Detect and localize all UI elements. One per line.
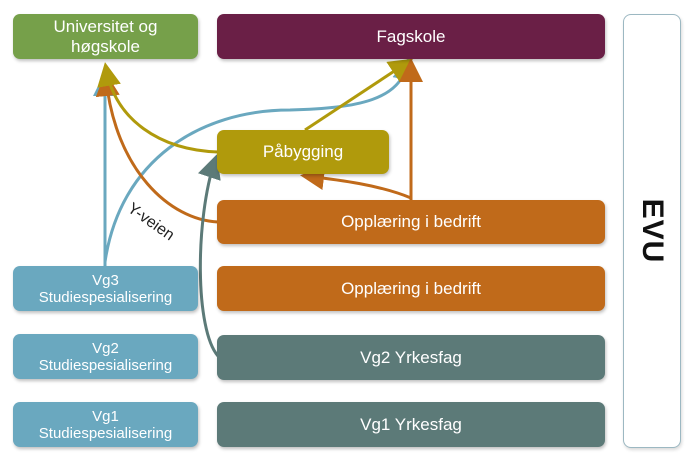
opplaering-upper-label: Opplæring i bedrift — [341, 212, 481, 231]
university-label-line1: Universitet og — [53, 16, 158, 36]
vg1-st-line2: Studiespesialisering — [38, 424, 173, 442]
evu-label: EVU — [636, 198, 669, 264]
arrow-yveien — [95, 72, 219, 224]
vg2-yrkesfag-label: Vg2 Yrkesfag — [360, 347, 462, 367]
vg1-yrkesfag-label: Vg1 Yrkesfag — [360, 414, 462, 434]
arrow-pabygging-to-university — [97, 62, 219, 154]
box-opplaering-lower: Opplæring i bedrift — [217, 266, 605, 311]
box-fagskole: Fagskole — [217, 14, 605, 59]
vg1-st-line1: Vg1 — [92, 407, 119, 425]
box-vg1-yrkesfag: Vg1 Yrkesfag — [217, 402, 605, 447]
box-university: Universitet og høgskole — [13, 14, 198, 59]
box-pabygging: Påbygging — [217, 130, 389, 174]
vg3-st-line1: Vg3 — [92, 271, 119, 289]
pabygging-label: Påbygging — [262, 142, 344, 161]
arrow-vg2yf-to-pabygging — [197, 154, 221, 357]
arrow-pabygging-to-fagskole — [304, 58, 414, 132]
box-vg2-yrkesfag: Vg2 Yrkesfag — [217, 335, 605, 380]
fagskole-label: Fagskole — [376, 26, 446, 46]
box-opplaering-upper: Opplæring i bedrift — [217, 200, 605, 244]
box-vg3-studiespesialisering: Vg3 Studiespesialisering — [13, 266, 198, 311]
box-vg2-studiespesialisering: Vg2 Studiespesialisering — [13, 334, 198, 379]
box-vg1-studiespesialisering: Vg1 Studiespesialisering — [13, 402, 198, 447]
university-label-line2: høgskole — [71, 36, 140, 56]
vg2-st-line2: Studiespesialisering — [38, 356, 173, 374]
vg2-st-line1: Vg2 — [92, 339, 119, 357]
arrow-vg3-to-fagskole — [103, 56, 417, 263]
evu-box: EVU — [623, 14, 681, 448]
opplaering-lower-label: Opplæring i bedrift — [341, 278, 481, 298]
vg3-st-line2: Studiespesialisering — [38, 288, 173, 306]
arrow-opplaering-to-pabygging — [300, 166, 412, 200]
